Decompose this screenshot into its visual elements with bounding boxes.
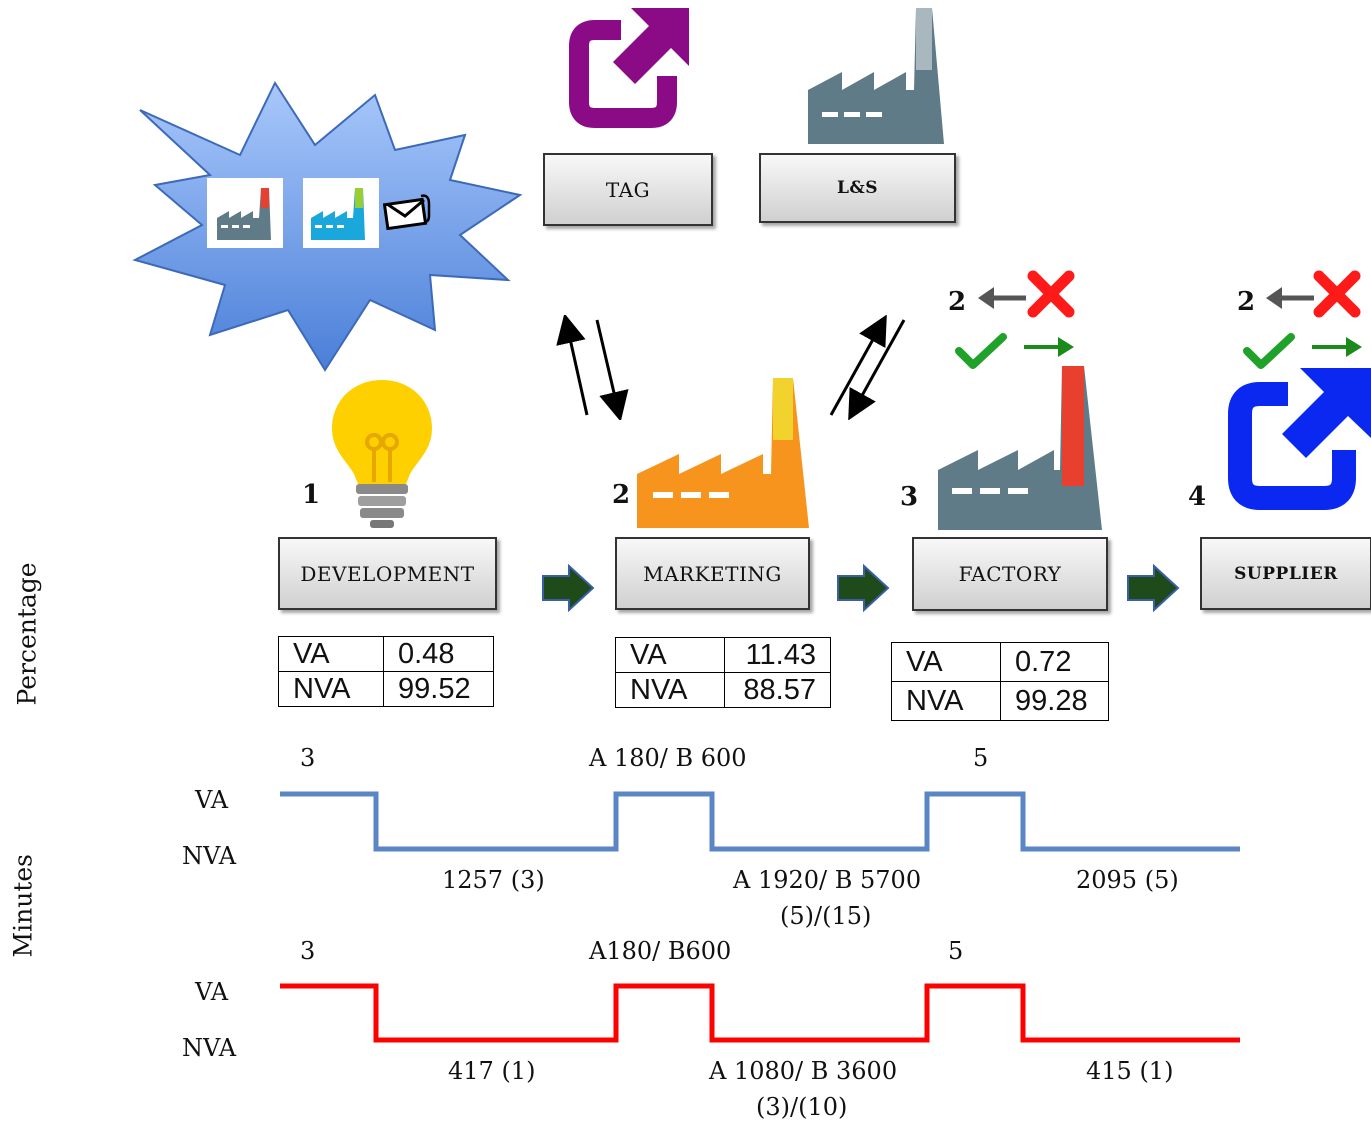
va-label: VA	[278, 636, 384, 672]
flow-arrow-icon	[1127, 564, 1180, 612]
exchange-arrows-ls	[829, 315, 906, 420]
stage-box-supplier: SUPPLIER	[1200, 537, 1371, 610]
stage-number-development: 1	[302, 480, 321, 510]
timeline-blue-line	[280, 791, 1240, 852]
ls-box: L&S	[759, 153, 956, 223]
external-link-icon	[569, 8, 689, 128]
stage-number-supplier: 4	[1188, 482, 1207, 512]
nva-value: 99.28	[1000, 681, 1109, 721]
back-arrow-icon	[1266, 287, 1314, 309]
va-label: VA	[615, 637, 725, 673]
cross-icon	[1313, 270, 1361, 318]
stage-box-marketing: MARKETING	[615, 537, 810, 610]
timeline-nva-value: A 1080/ B 3600	[709, 1057, 898, 1085]
timeline-va-value: 3	[300, 744, 316, 772]
external-link-icon	[1228, 368, 1371, 510]
factory-icon	[938, 366, 1102, 530]
timeline-red-line	[280, 983, 1240, 1043]
nva-value: 88.57	[724, 672, 831, 708]
factory-icon	[207, 178, 283, 248]
stage-box-factory: FACTORY	[912, 537, 1108, 611]
timeline-va-value: 3	[300, 937, 316, 965]
timeline-nva-label: NVA	[182, 1034, 237, 1062]
check-icon	[955, 333, 1007, 369]
factory-icon	[303, 178, 379, 248]
factory-icon	[637, 378, 809, 528]
timeline-nva-sub: (5)/(15)	[780, 902, 872, 930]
stage-box-development: DEVELOPMENT	[278, 537, 497, 610]
nva-label: NVA	[615, 672, 725, 708]
percentage-axis-label: Percentage	[12, 562, 42, 706]
minutes-axis-label: Minutes	[8, 854, 38, 958]
timeline-va-value: 5	[973, 744, 989, 772]
nva-value: 99.52	[383, 671, 494, 707]
stage-number-marketing: 2	[612, 480, 631, 510]
timeline-nva-value: A 1920/ B 5700	[733, 866, 922, 894]
forward-arrow-icon	[1312, 337, 1362, 357]
back-arrow-icon	[978, 287, 1026, 309]
va-value: 11.43	[724, 637, 831, 673]
timeline-va-value: A 180/ B 600	[589, 744, 747, 772]
check-icon	[1243, 333, 1295, 369]
timeline-va-value: A180/ B600	[589, 937, 732, 965]
flow-arrow-icon	[542, 564, 595, 612]
exchange-arrows-tag	[556, 315, 629, 420]
stage-number-factory: 3	[900, 482, 919, 512]
timeline-nva-label: NVA	[182, 842, 237, 870]
cross-icon	[1027, 270, 1075, 318]
va-value: 0.48	[383, 636, 494, 672]
nva-label: NVA	[278, 671, 384, 707]
rework-number: 2	[948, 287, 967, 317]
tag-box: TAG	[543, 153, 713, 226]
envelope-icon	[383, 194, 431, 230]
flow-arrow-icon	[837, 564, 890, 612]
timeline-nva-value: 417 (1)	[448, 1057, 536, 1085]
timeline-nva-value: 415 (1)	[1086, 1057, 1174, 1085]
forward-arrow-icon	[1024, 337, 1074, 357]
timeline-va-label: VA	[195, 786, 229, 814]
rework-number: 2	[1237, 287, 1256, 317]
nva-label: NVA	[891, 681, 1001, 721]
timeline-nva-value: 2095 (5)	[1076, 866, 1179, 894]
timeline-nva-sub: (3)/(10)	[756, 1093, 848, 1121]
idea-bulb-icon	[332, 380, 432, 528]
va-value: 0.72	[1000, 642, 1109, 682]
timeline-va-label: VA	[195, 978, 229, 1006]
timeline-va-value: 5	[948, 937, 964, 965]
factory-icon	[808, 8, 944, 144]
va-label: VA	[891, 642, 1001, 682]
timeline-nva-value: 1257 (3)	[442, 866, 545, 894]
